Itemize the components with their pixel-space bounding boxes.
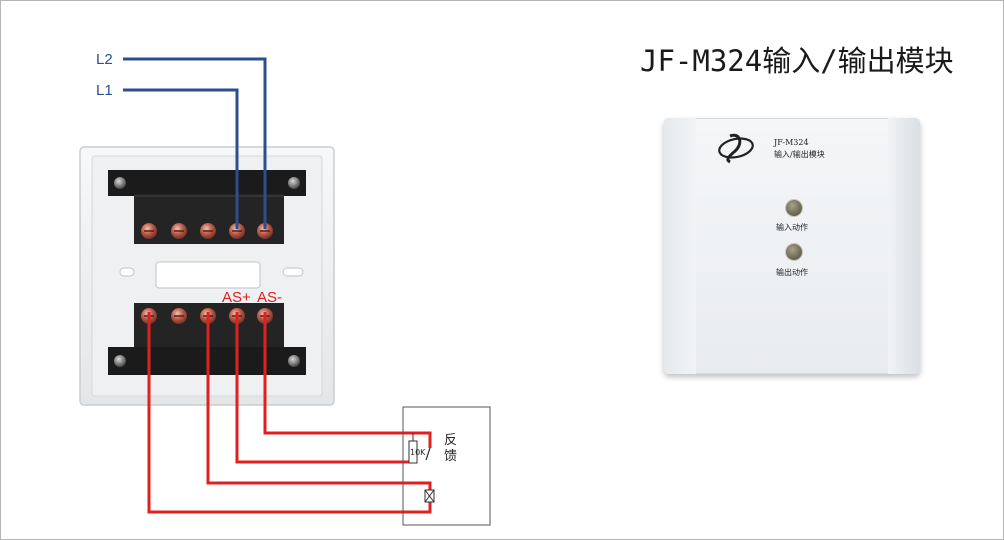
feedback-circuit [402, 406, 491, 526]
page-title: JF-M324输入/输出模块 [640, 44, 954, 78]
device-left-edge [664, 118, 696, 374]
wire-l2 [123, 57, 267, 229]
wire-as-minus [263, 312, 432, 448]
device-right-edge [888, 118, 920, 374]
device-model-label: JF-M324 [774, 138, 809, 147]
wire-terminal-1 [147, 312, 432, 514]
label-l2: L2 [96, 51, 113, 68]
wire-l1 [123, 88, 239, 229]
feedback-label-2: 馈 [444, 449, 457, 464]
input-action-label: 输入动作 [776, 223, 808, 232]
input-action-led [786, 200, 802, 216]
resistor-label: 10K [410, 448, 426, 457]
device-name-label: 输入/输出模块 [774, 150, 825, 159]
output-wires [147, 312, 432, 514]
label-as-minus: AS- [257, 289, 282, 306]
label-l1: L1 [96, 82, 113, 99]
brand-logo-icon [718, 133, 754, 164]
device-photo: JF-M324 输入/输出模块 输入动作 输出动作 [664, 118, 920, 374]
upper-terminal-block [108, 170, 306, 244]
label-as-plus: AS+ [222, 289, 251, 306]
output-action-led [786, 244, 802, 260]
resistor-10k [408, 440, 418, 464]
bus-wires [123, 57, 267, 229]
feedback-label-1: 反 [444, 433, 457, 448]
output-action-label: 输出动作 [776, 268, 808, 277]
wire-terminal-3 [206, 312, 432, 490]
